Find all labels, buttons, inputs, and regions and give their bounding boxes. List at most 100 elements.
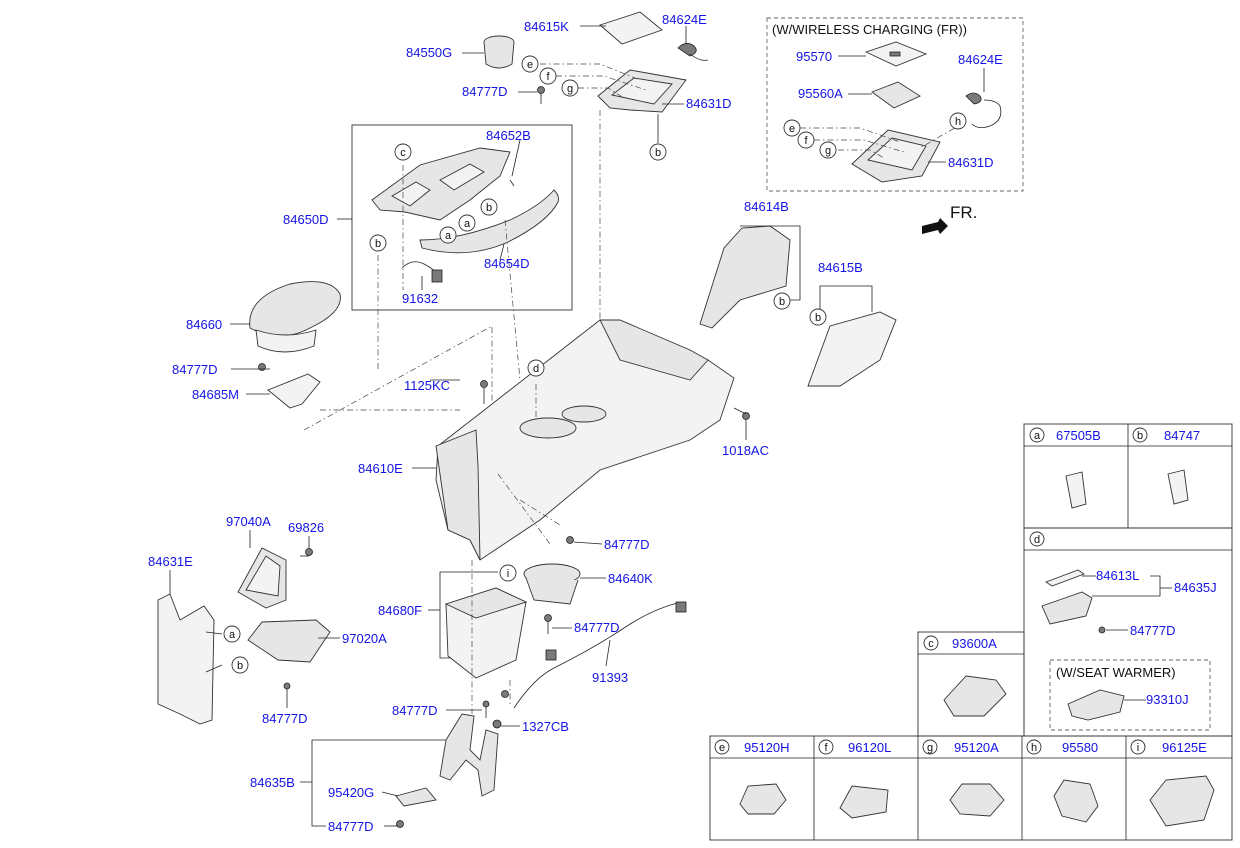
legend-c-part: 93600A [952, 636, 997, 651]
legend-d-part-84635j: 84635J [1174, 580, 1217, 595]
callout-text: e [789, 123, 795, 135]
bracket-84635b [439, 713, 499, 797]
part-label: 95570 [796, 49, 832, 64]
part-label: 84624E [662, 12, 707, 27]
callout-text: i [507, 568, 509, 580]
part-label: 84777D [462, 84, 508, 99]
part-label: 84777D [604, 537, 650, 552]
part-label: 84631E [148, 554, 193, 569]
panel-group-box [351, 124, 573, 311]
legend-g-circle [922, 739, 938, 755]
legend-a-circle [1029, 427, 1045, 443]
callout-b-cover2 [809, 308, 827, 326]
legend-a-part: 67505B [1056, 428, 1101, 443]
connector-84624e [677, 43, 697, 57]
callout-b-vent [231, 656, 249, 674]
legend-h-part: 95580 [1062, 740, 1098, 755]
bracket-84635j [1041, 591, 1093, 625]
nut-1327cb [492, 719, 502, 729]
lower-parts [300, 473, 687, 828]
callout-text: b [237, 660, 243, 672]
legend-a-letter: a [1034, 430, 1041, 442]
part-labels: 84615K 84624E 84550G 84777D 84631D (W/WI… [148, 12, 1003, 834]
callout-a-panel1 [458, 214, 476, 232]
part-label: 91393 [592, 670, 628, 685]
callout-circles [223, 55, 967, 674]
callout-letters: e f g b e f g h c b a a b b b d i a b [229, 59, 961, 672]
legend-e-letter: e [719, 742, 725, 754]
legend-d-option-part: 93310J [1146, 692, 1189, 707]
part-label: 84660 [186, 317, 222, 332]
callout-e-wc [783, 119, 801, 137]
callout-e-top [521, 55, 539, 73]
callout-text: g [567, 83, 573, 95]
legend-c-circle [923, 635, 939, 651]
clip-84747 [1167, 469, 1189, 505]
legend-d-circle [1029, 531, 1045, 547]
console-body-84610e [412, 319, 750, 561]
part-label: 84654D [484, 256, 530, 271]
seat-warmer-box [1049, 659, 1211, 731]
part-label: 84624E [958, 52, 1003, 67]
part-label: 69826 [288, 520, 324, 535]
side-cover-84614b [699, 225, 801, 329]
legend-b-letter: b [1137, 430, 1143, 442]
harness-91632 [431, 269, 443, 283]
part-label: 84640K [608, 571, 653, 586]
clip-67505b [1065, 471, 1087, 509]
part-label: 95560A [798, 86, 843, 101]
panel-84631e [157, 593, 215, 725]
mat-84685m [267, 373, 321, 409]
part-label: 1125KC [404, 378, 450, 393]
module-95580 [1053, 779, 1099, 823]
callout-text: e [527, 59, 533, 71]
duct-97020a [247, 619, 331, 663]
part-label: 91632 [402, 291, 438, 306]
callout-b-left [369, 234, 387, 252]
part-label: 1018AC [722, 443, 769, 458]
part-label: 97040A [226, 514, 271, 529]
legend-h-letter: h [1031, 742, 1037, 754]
callout-f-top [539, 67, 557, 85]
vent-assembly [157, 530, 340, 725]
side-cover-84615b [807, 285, 897, 387]
callout-text: a [464, 218, 471, 230]
callout-b-tray [649, 143, 667, 161]
wireless-charging-title: (W/WIRELESS CHARGING (FR)) [772, 22, 967, 37]
callout-d [527, 359, 545, 377]
front-arrow-icon [922, 218, 948, 234]
legend-i-letter: i [1137, 742, 1139, 754]
callout-text: b [779, 296, 785, 308]
part-label: 84777D [392, 703, 438, 718]
callout-a-vent [223, 625, 241, 643]
charger-95560a [871, 81, 921, 109]
legend-g-part: 95120A [954, 740, 999, 755]
callout-b-cover1 [773, 292, 791, 310]
callout-text: b [655, 147, 661, 159]
callout-text: c [400, 147, 406, 159]
callout-h-wc [949, 112, 967, 130]
part-label: 84550G [406, 45, 452, 60]
part-label: 84615B [818, 260, 863, 275]
connector-84624e-wc [965, 92, 982, 105]
legend-c-letter: c [928, 638, 934, 650]
callout-text: a [445, 230, 452, 242]
callout-text: b [815, 312, 821, 324]
callout-b-panel [480, 198, 498, 216]
part-label: 84614B [744, 199, 789, 214]
part-label: 95420G [328, 785, 374, 800]
callout-i [499, 564, 517, 582]
part-label: 84777D [328, 819, 374, 834]
callout-f-wc [797, 131, 815, 149]
wireless-charging-parts [800, 41, 1002, 183]
part-label: 84652B [486, 128, 531, 143]
legend-f-part: 96120L [848, 740, 891, 755]
legend-f-circle [818, 739, 834, 755]
part-label: 84685M [192, 387, 239, 402]
pad-84613l [1045, 569, 1085, 587]
part-label: 84635B [250, 775, 295, 790]
legend-h-circle [1026, 739, 1042, 755]
legend-g-letter: g [927, 742, 933, 754]
legend-table: a 67505B b 84747 d 84613L 84635J 84777D … [709, 423, 1233, 841]
wireless-charging-box [766, 17, 1024, 192]
